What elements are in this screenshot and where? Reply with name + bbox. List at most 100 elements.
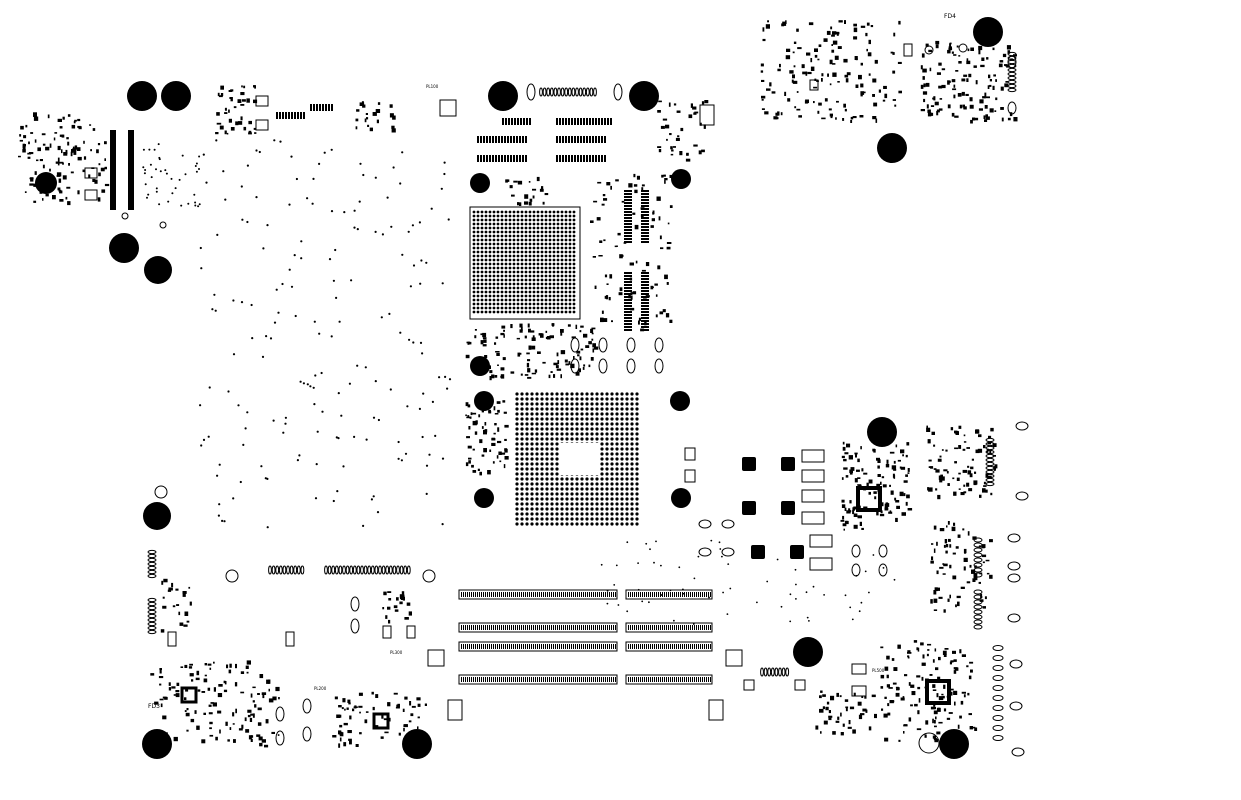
smd-part [635,260,638,264]
smd-part [58,178,62,183]
socket-ball [615,522,619,526]
socket-ball [550,517,554,521]
socket-ball [550,422,554,426]
bga-ball [560,246,564,250]
connector-pin [992,735,1004,741]
dimm-pin [591,644,592,649]
via [335,296,338,299]
via [240,301,244,304]
socket-ball [580,392,584,396]
smd-part [761,108,765,110]
smd-part [593,346,599,350]
bga-ball [476,302,480,306]
dimm-pin [688,592,689,597]
smd-part [957,93,962,97]
smd-part [468,457,472,460]
smd-part [217,710,222,714]
smd-part [829,83,832,86]
bga-ball [572,274,576,278]
dimm-pin [471,625,472,630]
column-pin [641,317,649,319]
smd-part [645,262,650,267]
socket-ball [585,497,589,501]
smd-part [972,536,977,540]
dimm-pin [674,644,675,649]
smd-part [542,361,546,364]
socket-ball [615,412,619,416]
smd-part [843,458,847,462]
smd-part [20,125,24,130]
dimm-pin [553,677,554,682]
via [284,422,287,425]
dimm-pin [537,677,538,682]
bga-ball [528,238,532,242]
dimm-pin [672,677,673,682]
smd-part [399,594,403,598]
smd-part [580,325,584,328]
bga-ball [512,302,516,306]
smd-part [940,476,945,481]
dimm-pin [495,592,496,597]
bga-ball [488,310,492,314]
smd-part [938,475,941,480]
via [443,161,446,164]
smd-part [949,661,952,665]
smd-part [240,671,245,674]
bga-ball [488,250,492,254]
bga-ball [500,310,504,314]
via [295,177,298,181]
via [171,192,174,195]
smd-part [591,338,594,341]
smd-part [258,736,263,741]
dimm-pin [497,625,498,630]
socket-ball [555,407,559,411]
socket-ball [610,482,614,486]
bga-ball [504,262,508,266]
smd-part [588,364,591,368]
dimm-pin [487,592,488,597]
dimm-pin [513,592,514,597]
dimm-pin [609,677,610,682]
smd-part [483,339,487,343]
smd-part [830,115,833,119]
via [174,187,177,190]
bga-ball [512,282,516,286]
socket-ball [610,437,614,441]
bga-ball [476,234,480,238]
dimm-pin [493,625,494,630]
connector-pin [381,565,386,575]
socket-ball [525,422,529,426]
smd-part [592,348,595,353]
dimm-pin [664,592,665,597]
bga-ball [472,226,476,230]
socket-ball [600,487,604,491]
smd-part [83,156,87,160]
inductor-pad [801,469,825,483]
smd-part [922,76,925,80]
dimm-pin [553,644,554,649]
bga-ball [528,274,532,278]
via [692,623,695,625]
smd-part [422,740,425,743]
smd-part [960,586,965,589]
socket-ball [625,437,629,441]
bga-ball [556,294,560,298]
smd-part [70,151,73,157]
smd-part [775,112,779,116]
dimm-pin [694,677,695,682]
socket-ball [565,407,569,411]
bga-ball [552,238,556,242]
smd-part [246,671,249,674]
smd-part [365,113,368,115]
bga-ball [532,246,536,250]
smd-part [893,469,897,471]
oval-pad [275,706,285,722]
smd-part [553,374,556,378]
dimm-pin [533,592,534,597]
smd-part [882,484,887,488]
dimm-pin [686,644,687,649]
dimm-pin [521,644,522,649]
dimm-pin [597,677,598,682]
ref-label: PL300 [390,650,403,655]
bga-ball [480,214,484,218]
